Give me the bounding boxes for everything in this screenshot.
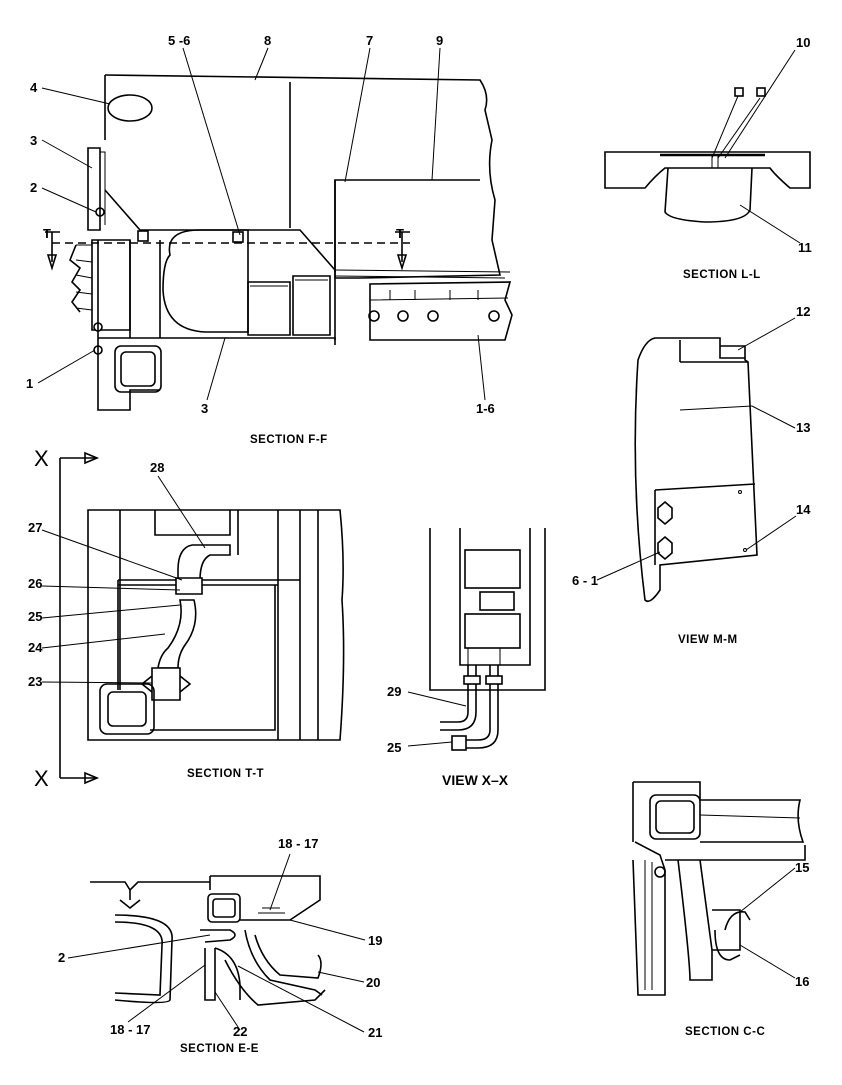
svg-text:23: 23: [28, 674, 42, 689]
svg-text:9: 9: [436, 33, 443, 48]
section-tt-drawing: X X 28 27 26 25 24 23 S: [28, 446, 345, 791]
svg-text:29: 29: [387, 684, 401, 699]
section-ff-drawing: 4 3 2 1 5 -6 8 7 9 3 1-6 T T SECTION F-F: [26, 33, 513, 446]
view-xx-drawing: 29 25 VIEW X–X: [387, 528, 546, 788]
svg-text:27: 27: [28, 520, 42, 535]
section-cc-drawing: 15 16 SECTION C-C: [632, 781, 809, 1038]
svg-text:T: T: [396, 226, 404, 241]
svg-text:13: 13: [796, 420, 810, 435]
svg-text:26: 26: [28, 576, 42, 591]
svg-text:25: 25: [387, 740, 401, 755]
svg-text:SECTION T-T: SECTION T-T: [187, 768, 264, 780]
svg-text:8: 8: [264, 33, 271, 48]
svg-text:16: 16: [795, 974, 809, 989]
svg-text:6 - 1: 6 - 1: [572, 573, 598, 588]
svg-text:VIEW X–X: VIEW X–X: [442, 772, 509, 788]
svg-text:SECTION C-C: SECTION C-C: [685, 1026, 765, 1038]
svg-text:12: 12: [796, 304, 810, 319]
svg-text:19: 19: [368, 933, 382, 948]
svg-text:24: 24: [28, 640, 43, 655]
svg-text:VIEW M-M: VIEW M-M: [678, 634, 738, 646]
svg-text:18 - 17: 18 - 17: [278, 836, 318, 851]
svg-text:18 - 17: 18 - 17: [110, 1022, 150, 1037]
svg-text:T: T: [43, 226, 51, 241]
svg-text:2: 2: [30, 180, 37, 195]
svg-text:11: 11: [798, 240, 812, 255]
svg-text:X: X: [34, 446, 49, 471]
svg-text:1-6: 1-6: [476, 401, 495, 416]
section-ll-drawing: 10 11 SECTION L-L: [604, 35, 812, 281]
svg-text:SECTION E-E: SECTION E-E: [180, 1043, 259, 1055]
view-mm-drawing: 12 13 14 6 - 1 VIEW M-M: [572, 304, 811, 646]
svg-text:7: 7: [366, 33, 373, 48]
svg-text:20: 20: [366, 975, 380, 990]
svg-text:10: 10: [796, 35, 810, 50]
svg-text:28: 28: [150, 460, 164, 475]
svg-text:2: 2: [58, 950, 65, 965]
svg-text:22: 22: [233, 1024, 247, 1039]
svg-text:3: 3: [30, 133, 37, 148]
svg-text:SECTION L-L: SECTION L-L: [683, 269, 761, 281]
svg-text:5 -6: 5 -6: [168, 33, 190, 48]
svg-text:X: X: [34, 766, 49, 791]
section-ee-drawing: 18 - 17 19 2 20 21 18 - 17 22 SECTION E-…: [58, 836, 382, 1055]
svg-text:15: 15: [795, 860, 809, 875]
svg-text:25: 25: [28, 609, 42, 624]
svg-text:21: 21: [368, 1025, 382, 1040]
svg-text:SECTION F-F: SECTION F-F: [250, 434, 328, 446]
svg-text:1: 1: [26, 376, 33, 391]
svg-text:3: 3: [201, 401, 208, 416]
svg-text:4: 4: [30, 80, 38, 95]
svg-text:14: 14: [796, 502, 811, 517]
